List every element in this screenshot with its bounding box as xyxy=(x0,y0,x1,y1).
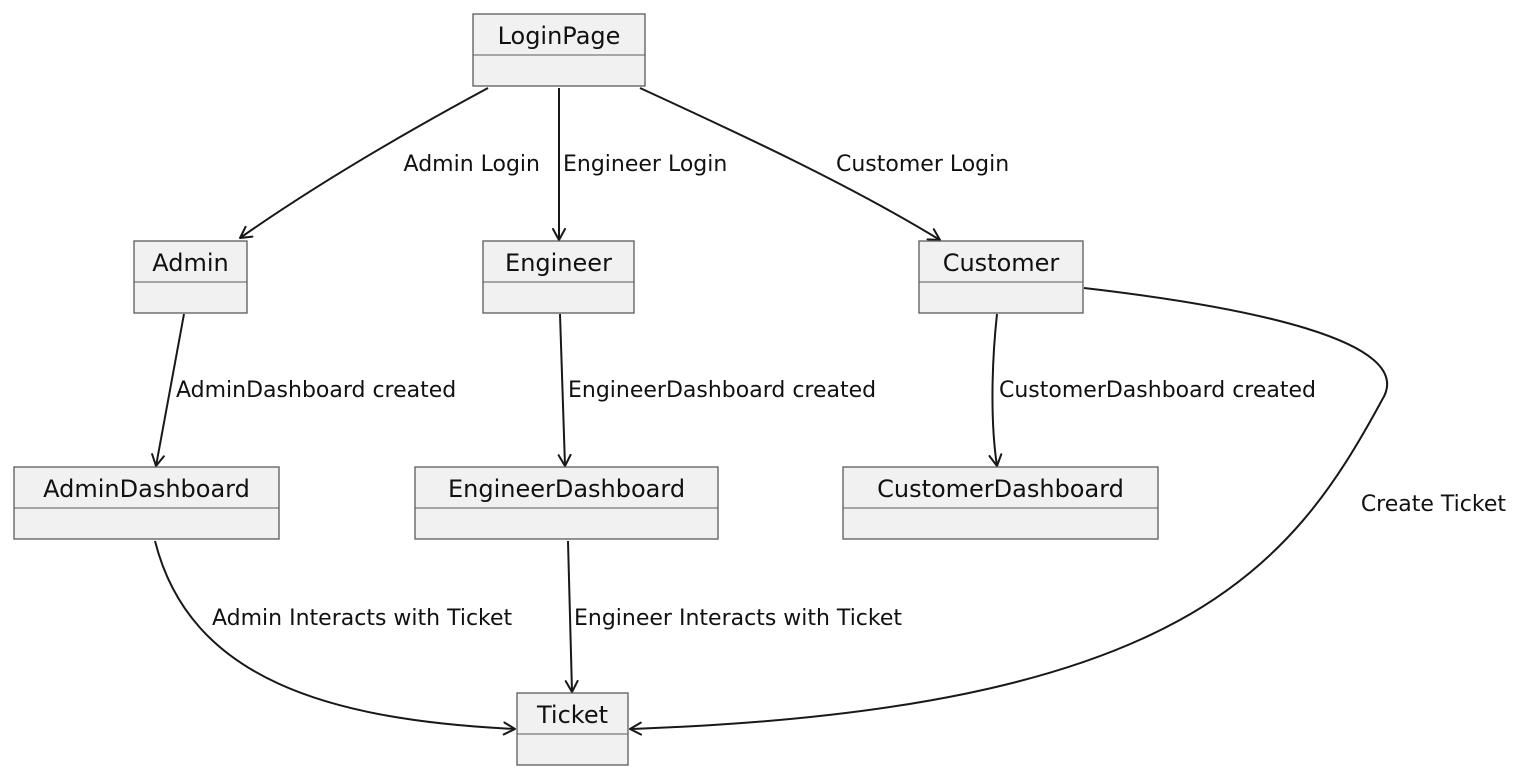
node-label-customer: Customer xyxy=(943,249,1060,277)
node-engineer[interactable]: Engineer xyxy=(482,240,635,314)
edge-label-customer-dashboard-created: CustomerDashboard created xyxy=(999,378,1316,403)
edge-customer-login xyxy=(639,87,941,241)
edge-label-customer-login: Customer Login xyxy=(836,152,1009,177)
edge-admin-dashboard-created xyxy=(151,313,185,467)
edge-label-engineer-login: Engineer Login xyxy=(563,152,727,177)
edge-label-admin-interacts: Admin Interacts with Ticket xyxy=(212,606,513,631)
edge-engineer-dashboard-created xyxy=(557,313,572,467)
edge-label-admin-login: Admin Login xyxy=(404,152,540,177)
node-label-admin-dashboard: AdminDashboard xyxy=(43,475,250,503)
edge-label-engineer-interacts: Engineer Interacts with Ticket xyxy=(574,606,902,631)
edge-admin-login xyxy=(239,87,489,239)
node-ticket[interactable]: Ticket xyxy=(516,692,629,766)
edge-engineer-interacts xyxy=(564,540,579,693)
node-label-customer-dashboard: CustomerDashboard xyxy=(877,475,1124,503)
node-customer[interactable]: Customer xyxy=(918,240,1084,314)
node-label-admin: Admin xyxy=(152,249,229,277)
node-label-engineer-dashboard: EngineerDashboard xyxy=(448,475,685,503)
edge-create-ticket xyxy=(629,287,1389,736)
node-admin-dashboard[interactable]: AdminDashboard xyxy=(13,466,280,540)
node-admin[interactable]: Admin xyxy=(133,240,248,314)
edge-label-engineer-dashboard-created: EngineerDashboard created xyxy=(568,378,876,403)
node-engineer-dashboard[interactable]: EngineerDashboard xyxy=(414,466,719,540)
edge-admin-interacts xyxy=(154,540,516,736)
edge-label-create-ticket: Create Ticket xyxy=(1361,492,1507,517)
node-label-loginpage: LoginPage xyxy=(498,22,621,50)
edge-customer-dashboard-created xyxy=(988,313,1003,467)
node-customer-dashboard[interactable]: CustomerDashboard xyxy=(842,466,1159,540)
edge-labels: Admin Login Engineer Login Customer Logi… xyxy=(176,152,1506,631)
edge-label-admin-dashboard-created: AdminDashboard created xyxy=(176,378,456,403)
edges xyxy=(151,87,1389,736)
node-loginpage[interactable]: LoginPage xyxy=(472,13,646,87)
node-label-ticket: Ticket xyxy=(536,701,608,729)
node-label-engineer: Engineer xyxy=(505,249,612,277)
